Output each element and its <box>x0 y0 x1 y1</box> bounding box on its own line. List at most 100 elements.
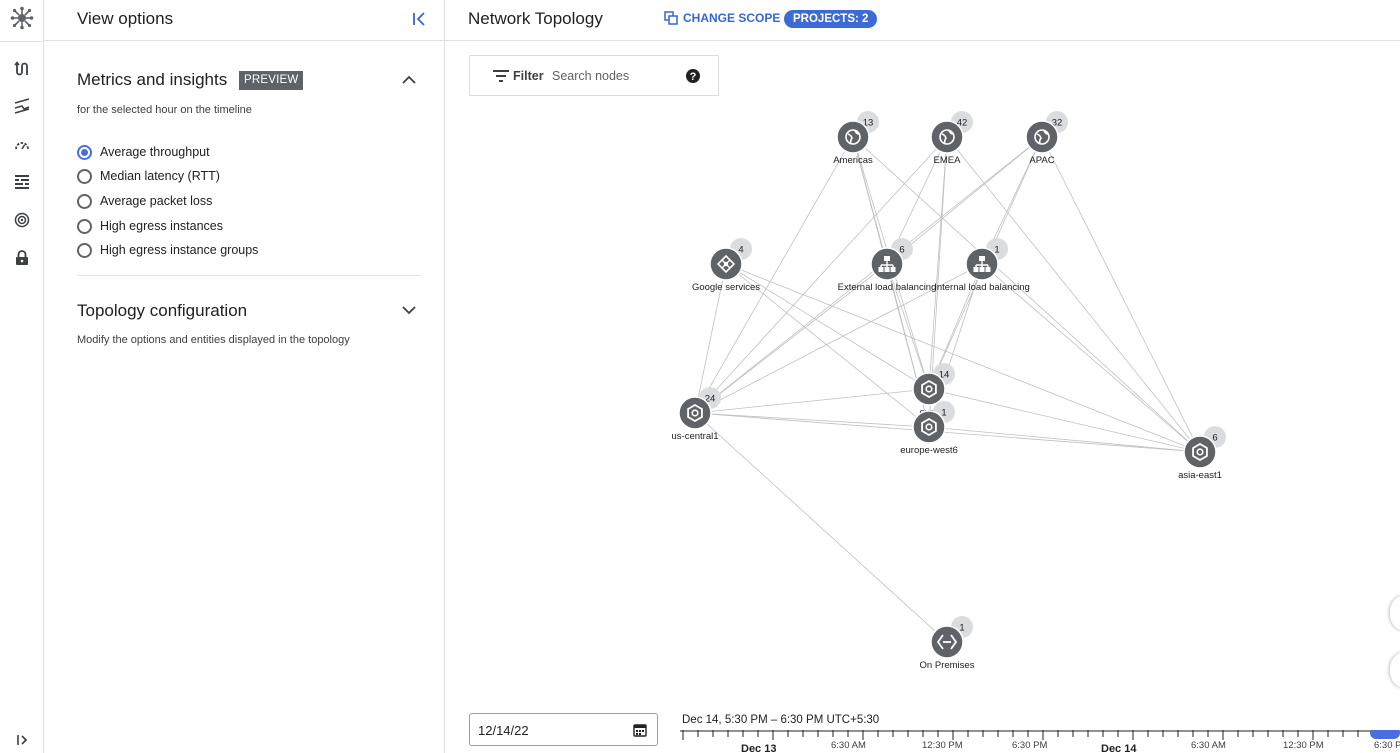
graph-edge[interactable] <box>946 136 1201 453</box>
filter-label[interactable]: Filter <box>513 69 544 83</box>
node-count: 1 <box>941 408 946 419</box>
radio-label: Median latency (RTT) <box>100 169 220 183</box>
graph-edge[interactable] <box>852 136 888 265</box>
collapse-panel-icon[interactable] <box>410 9 430 29</box>
graph-edge[interactable] <box>694 136 1043 414</box>
radio-high-egress-instances[interactable]: High egress instances <box>77 216 223 236</box>
radio-button[interactable] <box>77 218 92 234</box>
graph-edge[interactable] <box>852 136 1201 453</box>
graph-edge[interactable] <box>725 263 1201 453</box>
timeline-selection-handle[interactable] <box>1370 730 1400 739</box>
graph-edge[interactable] <box>694 388 930 414</box>
filter-bar: Filter ? <box>469 55 719 96</box>
graph-edge[interactable] <box>694 412 930 428</box>
node-circle[interactable] <box>1025 120 1059 154</box>
graph-edge[interactable] <box>694 412 1201 453</box>
chevron-down-icon[interactable] <box>400 301 418 319</box>
graph-edge[interactable] <box>928 426 1201 453</box>
timeline-label: 6:30 AM <box>1191 740 1226 751</box>
topology-icon[interactable] <box>13 60 31 78</box>
node-circle[interactable] <box>1183 435 1217 469</box>
nav-rail <box>0 0 44 753</box>
network-intelligence-logo-icon[interactable] <box>10 6 34 30</box>
graph-edge[interactable] <box>694 263 727 414</box>
graph-edge[interactable] <box>725 263 930 390</box>
radio-high-egress-instance-groups[interactable]: High egress instance groups <box>77 240 258 260</box>
search-nodes-input[interactable] <box>552 64 672 88</box>
graph-edge[interactable] <box>886 136 1043 265</box>
help-icon[interactable]: ? <box>685 68 701 84</box>
radio-average-packet-loss[interactable]: Average packet loss <box>77 191 212 211</box>
node-count: 1 <box>959 623 964 634</box>
timeline-label: 12:30 PM <box>1283 740 1324 751</box>
change-scope-icon <box>664 11 678 25</box>
topology-node-onprem[interactable]: 1On Premises <box>920 616 975 671</box>
graph-edge[interactable] <box>694 263 983 414</box>
graph-edge[interactable] <box>1041 136 1201 453</box>
node-count: 1 <box>994 245 999 256</box>
graph-edges <box>694 136 1201 643</box>
node-count: 24 <box>705 394 716 405</box>
node-label: APAC <box>1029 155 1054 166</box>
grid-icon[interactable] <box>13 173 31 191</box>
graph-edge[interactable] <box>694 136 854 414</box>
node-circle[interactable] <box>836 120 870 154</box>
radar-icon[interactable] <box>13 211 31 229</box>
radio-button[interactable] <box>77 144 92 160</box>
right-edge-tab[interactable] <box>1390 652 1400 688</box>
radio-button[interactable] <box>77 193 92 209</box>
node-label: Google services <box>692 282 760 293</box>
graph-edge[interactable] <box>694 136 948 414</box>
change-scope-label: CHANGE SCOPE <box>683 11 781 25</box>
radio-median-latency[interactable]: Median latency (RTT) <box>77 166 220 186</box>
node-circle[interactable] <box>678 396 712 430</box>
radio-average-throughput[interactable]: Average throughput <box>77 142 210 162</box>
gauge-icon[interactable] <box>13 136 31 154</box>
graph-edge[interactable] <box>981 263 1201 453</box>
globe-icon <box>1034 129 1050 145</box>
radio-button[interactable] <box>77 168 92 184</box>
timeline-label: 6:30 AM <box>831 740 866 751</box>
panel-header: View options <box>44 0 445 41</box>
graph-edge[interactable] <box>694 412 948 643</box>
performance-icon[interactable] <box>13 97 31 115</box>
right-edge-tab[interactable] <box>1390 595 1400 631</box>
chevron-up-icon[interactable] <box>400 71 418 89</box>
main-header: Network Topology CHANGE SCOPE PROJECTS: … <box>445 0 1400 41</box>
graph-edge[interactable] <box>886 263 930 390</box>
calendar-icon[interactable] <box>633 723 647 737</box>
topology-config-subtitle: Modify the options and entities displaye… <box>77 334 350 346</box>
filter-icon[interactable] <box>493 70 509 82</box>
node-label: Americas <box>833 155 873 166</box>
node-circle[interactable] <box>912 410 946 444</box>
radio-button[interactable] <box>77 242 92 258</box>
node-label: us-central1 <box>672 431 719 442</box>
graph-edge[interactable] <box>928 388 1201 453</box>
node-circle[interactable] <box>912 372 946 406</box>
expand-rail-icon[interactable] <box>14 732 30 748</box>
timeline-label: 12:30 PM <box>922 740 963 751</box>
node-label: europe-west6 <box>900 445 958 456</box>
topology-node-uscentral1[interactable]: 24 us-central1 <box>672 387 722 442</box>
node-count: 42 <box>957 118 968 129</box>
svg-text:?: ? <box>690 71 697 83</box>
timeline-ruler[interactable]: Dec 13 6:30 AM 12:30 PM 6:30 PM Dec 14 6… <box>680 730 1400 753</box>
graph-edge[interactable] <box>694 263 888 414</box>
projects-pill[interactable]: PROJECTS: 2 <box>784 10 878 28</box>
topology-node-europewest6[interactable]: 1 europe-west6 <box>900 401 958 456</box>
node-circle[interactable] <box>930 120 964 154</box>
date-picker[interactable] <box>469 713 658 746</box>
change-scope-button[interactable]: CHANGE SCOPE <box>664 11 780 25</box>
lock-icon[interactable] <box>13 249 31 267</box>
node-count: 13 <box>863 118 874 129</box>
graph-edge[interactable] <box>725 263 930 428</box>
date-input[interactable] <box>478 719 618 741</box>
